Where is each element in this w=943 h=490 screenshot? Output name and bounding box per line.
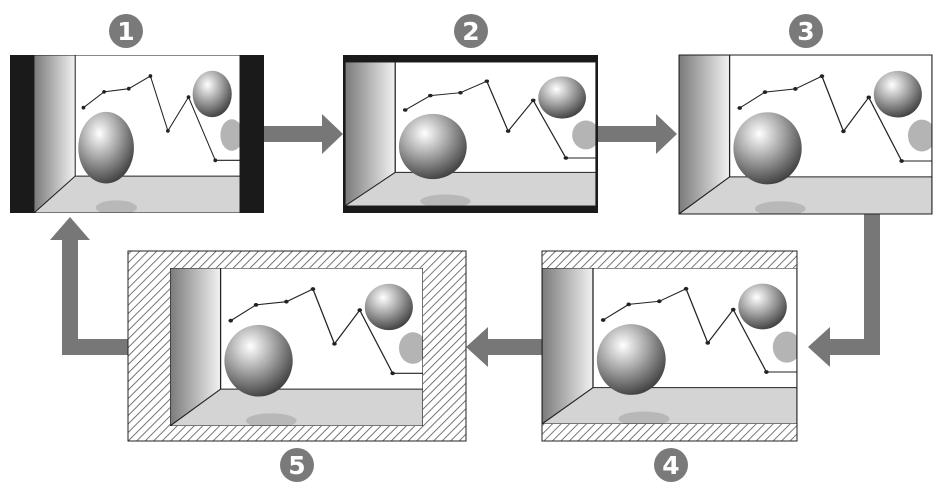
- arrow-2-to-3: [598, 114, 677, 154]
- step-number: 3: [797, 17, 814, 46]
- step-3-panel: [678, 54, 933, 215]
- step-2-panel: [343, 55, 598, 213]
- step-5-panel: [127, 250, 467, 442]
- flow-arrows: [50, 114, 880, 367]
- badge-circle: [454, 14, 488, 48]
- step-badge-3: 3: [789, 14, 823, 48]
- badge-circle: [654, 448, 688, 482]
- step-number: 2: [462, 17, 479, 46]
- arrow-4-to-5: [466, 327, 542, 367]
- step-badge-5: 5: [280, 448, 314, 482]
- step-badge-1: 1: [109, 14, 143, 48]
- badge-circle: [280, 448, 314, 482]
- step-number: 5: [288, 451, 305, 480]
- step-number: 1: [117, 17, 134, 46]
- badge-circle: [109, 14, 143, 48]
- badge-circle: [789, 14, 823, 48]
- step-1-panel: [10, 55, 264, 213]
- step-badge-2: 2: [454, 14, 488, 48]
- step-badge-4: 4: [654, 448, 688, 482]
- arrow-5-to-1: [50, 217, 128, 355]
- step-number: 4: [662, 451, 679, 480]
- arrow-1-to-2: [264, 114, 343, 154]
- arrow-3-to-4: [808, 214, 880, 367]
- step-4-panel: [541, 250, 798, 442]
